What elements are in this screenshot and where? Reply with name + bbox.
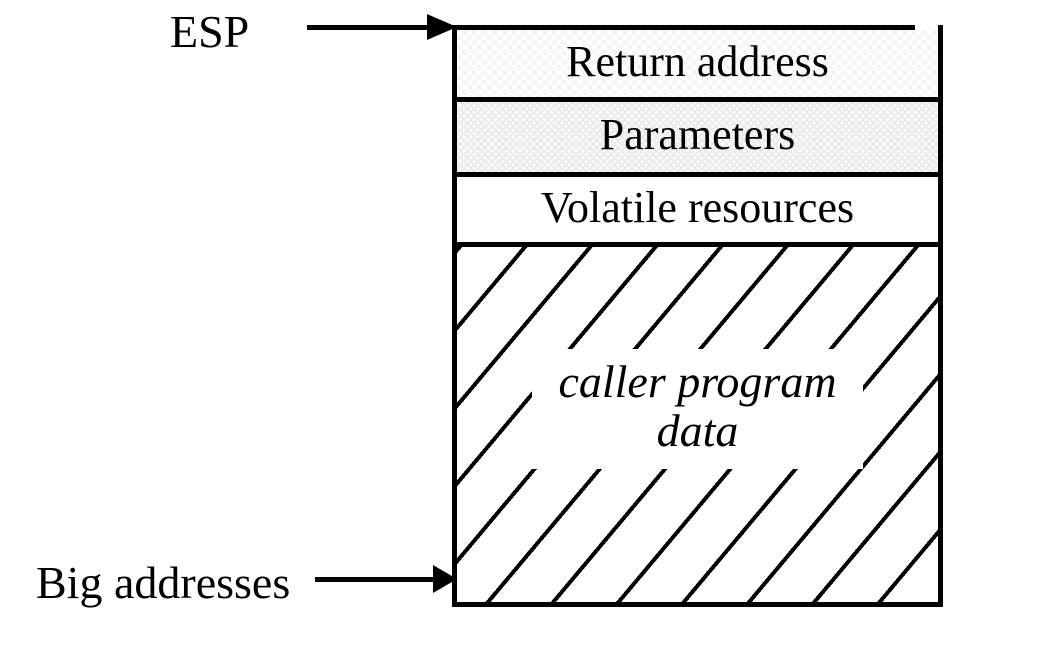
volatile-resources-label: Volatile resources — [540, 182, 855, 232]
stack-row-volatile-resources: Volatile resources — [457, 177, 938, 247]
stack-row-return-address: Return address — [457, 30, 938, 102]
return-address-label: Return address — [566, 36, 829, 86]
big-addresses-label: Big addresses — [36, 557, 291, 608]
stack-row-parameters: Parameters — [457, 102, 938, 177]
caller-program-data-line2: data — [656, 404, 739, 456]
esp-arrow-line — [307, 25, 429, 30]
parameters-label: Parameters — [599, 110, 796, 159]
esp-label: ESP — [170, 6, 250, 57]
big-addresses-arrow-line — [315, 577, 435, 582]
caller-program-data-line1: caller program — [558, 355, 837, 407]
caller-program-data-label: caller program data — [532, 348, 863, 469]
stack-box: Return address Parameters Volatile resou… — [452, 25, 943, 607]
caller-program-data-region: caller program data — [457, 247, 938, 602]
stack-top-border — [452, 25, 915, 30]
